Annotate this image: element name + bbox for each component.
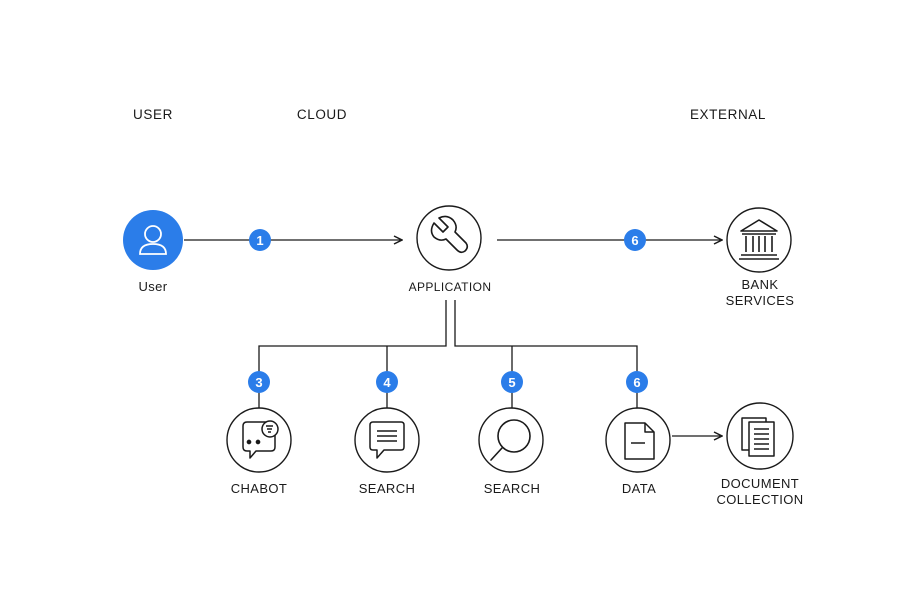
step-number: 6: [633, 375, 640, 390]
search-message-node[interactable]: [354, 407, 420, 473]
data-node[interactable]: [605, 407, 671, 473]
message-icon: [369, 421, 405, 459]
bank-icon: [739, 219, 779, 260]
step-number: 4: [383, 375, 391, 390]
chatbot-node[interactable]: [226, 407, 292, 473]
step-badge-3: 3: [248, 371, 270, 393]
documents-stack-icon: [741, 417, 775, 457]
user-icon: [139, 225, 167, 255]
search-message-label: SEARCH: [358, 481, 416, 496]
chatbot-label: CHABOT: [230, 481, 288, 496]
document-icon: [624, 422, 655, 460]
step-number: 6: [631, 233, 638, 248]
step-badge-6-data: 6: [626, 371, 648, 393]
bank-label-line2: SERVICES: [725, 293, 795, 308]
bank-node[interactable]: [726, 207, 792, 273]
user-label: User: [138, 279, 168, 294]
user-node[interactable]: [123, 210, 183, 270]
application-node[interactable]: [416, 205, 482, 271]
documents-label-line2: COLLECTION: [716, 492, 804, 507]
data-label: DATA: [621, 481, 657, 496]
bank-services-label: BANK SERVICES: [710, 277, 810, 309]
step-number: 1: [256, 233, 263, 248]
magnifier-icon: [490, 419, 531, 461]
search-magnifier-label: SEARCH: [483, 481, 541, 496]
step-badge-6-bank: 6: [624, 229, 646, 251]
step-badge-4: 4: [376, 371, 398, 393]
lane-label-external: EXTERNAL: [689, 107, 767, 122]
search-magnifier-node[interactable]: [478, 407, 544, 473]
application-label: APPLICATION: [408, 280, 492, 294]
document-collection-label: DOCUMENT COLLECTION: [705, 476, 815, 508]
bank-label-line1: BANK: [741, 277, 779, 292]
wrench-icon: [430, 215, 469, 254]
chat-bubble-icon: [242, 420, 279, 459]
documents-label-line1: DOCUMENT: [720, 476, 800, 491]
step-badge-5: 5: [501, 371, 523, 393]
lane-label-cloud: CLOUD: [296, 107, 348, 122]
document-collection-node[interactable]: [726, 402, 794, 470]
step-number: 3: [255, 375, 262, 390]
step-number: 5: [508, 375, 515, 390]
lane-label-user: USER: [133, 107, 173, 122]
step-badge-1: 1: [249, 229, 271, 251]
branch-connector: [258, 300, 638, 412]
